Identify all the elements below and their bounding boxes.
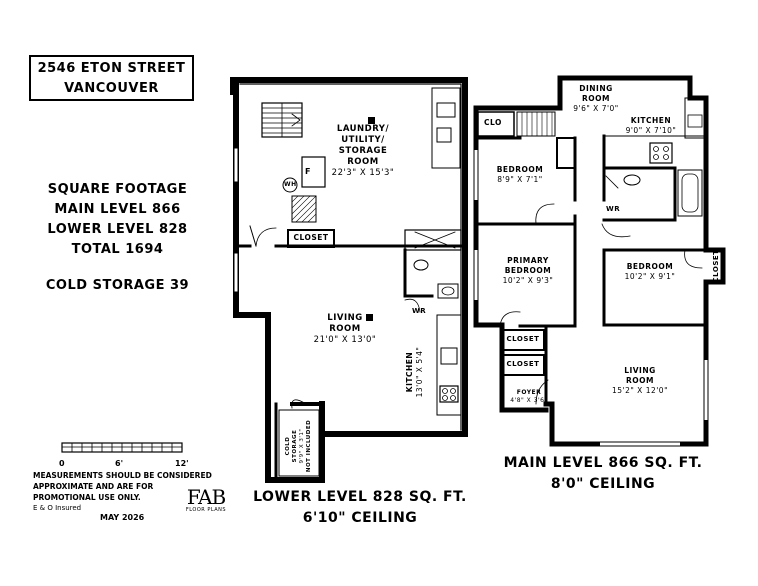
- closet-2-label: CLOSET: [506, 360, 540, 368]
- bed2-name: BEDROOM: [626, 262, 674, 271]
- logo-tag: FLOOR PLANS: [185, 507, 227, 513]
- address-box: 2546 ETON STREET VANCOUVER: [29, 55, 194, 101]
- lower-closet-label: CLOSET: [293, 233, 329, 242]
- scale-six: 6': [115, 459, 124, 468]
- dining-room-label: DINING ROOM 9'6" X 7'0": [566, 84, 626, 114]
- sqft-cold: COLD STORAGE 39: [45, 278, 190, 293]
- main-kitchen-dim: 9'0" X 7'10": [625, 126, 677, 135]
- dining-name: DINING: [579, 84, 613, 93]
- foyer-label: FOYER 4'8" X 3'6": [504, 389, 554, 405]
- lower-living-dim: 21'0" X 13'0": [313, 335, 377, 345]
- main-living-name-1: LIVING: [624, 366, 656, 375]
- lower-living-name-1: LIVING: [327, 313, 363, 323]
- bed1-dim: 8'9" X 7'1": [497, 175, 543, 184]
- fab-logo: FAB FLOOR PLANS: [176, 487, 236, 513]
- lower-kitchen-label: KITCHEN 13'0" X 5'4": [405, 332, 425, 412]
- disclaimer-notes: MEASUREMENTS SHOULD BE CONSIDERED APPROX…: [33, 470, 223, 514]
- cold-3: 9'9" X 3'1": [299, 428, 305, 464]
- primary-dim: 10'2" X 9'3": [502, 276, 554, 285]
- main-level-caption: MAIN LEVEL 866 SQ. FT. 8'0" CEILING: [488, 453, 718, 495]
- water-heater-label: WH: [284, 181, 297, 188]
- main-living-label: LIVING ROOM 15'2" X 12'0": [600, 366, 680, 396]
- logo-brand: FAB: [186, 485, 226, 509]
- foyer-name: FOYER: [516, 389, 542, 396]
- bedroom-2-label: BEDROOM 10'2" X 9'1": [610, 262, 690, 282]
- main-kitchen-label: KITCHEN 9'0" X 7'10": [618, 116, 684, 136]
- scale-twelve: 12': [175, 459, 189, 468]
- bedroom-1-label: BEDROOM 8'9" X 7'1": [485, 165, 555, 185]
- main-caption-1: MAIN LEVEL 866 SQ. FT.: [503, 455, 703, 471]
- furnace-label: F: [305, 167, 311, 176]
- main-living-dim: 15'2" X 12'0": [611, 386, 669, 395]
- laundry-marker: [368, 117, 375, 124]
- sqft-main: MAIN LEVEL 866: [54, 202, 181, 217]
- note-line-2: APPROXIMATE AND ARE FOR: [33, 482, 154, 491]
- cold-1: COLD: [285, 436, 291, 456]
- laundry-room-label: LAUNDRY/ UTILITY/ STORAGE ROOM 22'3" X 1…: [318, 124, 408, 179]
- laundry-name-2: UTILITY/: [341, 135, 385, 145]
- primary-name-1: PRIMARY: [507, 256, 549, 265]
- lower-level-walls: [230, 77, 468, 483]
- living-marker: [366, 314, 373, 321]
- main-living-name-2: ROOM: [626, 376, 654, 385]
- laundry-name-3: STORAGE: [338, 146, 388, 156]
- main-level-walls: [473, 75, 726, 447]
- primary-name-2: BEDROOM: [504, 266, 552, 275]
- lower-caption-1: LOWER LEVEL 828 SQ. FT.: [253, 489, 467, 505]
- sqft-lower: LOWER LEVEL 828: [47, 222, 188, 237]
- lower-living-name-2: ROOM: [329, 324, 361, 334]
- note-line-4: E & O Insured: [33, 504, 82, 512]
- clo-label: CLO: [484, 118, 502, 127]
- dining-name-2: ROOM: [582, 94, 610, 103]
- foyer-dim: 4'8" X 3'6": [510, 397, 548, 404]
- lower-wr-label: WR: [412, 307, 427, 315]
- primary-bedroom-label: PRIMARY BEDROOM 10'2" X 9'3": [490, 256, 566, 286]
- bed2-dim: 10'2" X 9'1": [624, 272, 676, 281]
- right-closet-label: CLOSET: [712, 249, 720, 283]
- scale-zero: 0: [59, 459, 65, 468]
- lower-kitchen-dim: 13'0" X 5'4": [415, 346, 424, 398]
- sqft-heading: SQUARE FOOTAGE: [47, 182, 188, 197]
- lower-living-label: LIVING ROOM 21'0" X 13'0": [305, 313, 385, 346]
- main-caption-2: 8'0" CEILING: [550, 476, 656, 492]
- address-line-1: 2546 ETON STREET: [37, 61, 186, 76]
- lower-kitchen-name: KITCHEN: [405, 351, 414, 393]
- bed1-name: BEDROOM: [496, 165, 544, 174]
- dining-dim: 9'6" X 7'0": [573, 104, 619, 113]
- laundry-dim: 22'3" X 15'3": [331, 168, 395, 178]
- laundry-name-1: LAUNDRY/: [336, 124, 390, 134]
- address-line-2: VANCOUVER: [64, 81, 159, 96]
- lower-level-caption: LOWER LEVEL 828 SQ. FT. 6'10" CEILING: [245, 487, 475, 529]
- note-line-3: PROMOTIONAL USE ONLY.: [33, 493, 141, 502]
- main-wr-label: WR: [606, 205, 621, 213]
- lower-caption-2: 6'10" CEILING: [302, 510, 418, 526]
- cold-2: STORAGE: [292, 429, 298, 463]
- note-line-1: MEASUREMENTS SHOULD BE CONSIDERED: [33, 471, 212, 480]
- main-kitchen-name: KITCHEN: [630, 116, 672, 125]
- cold-4: NOT INCLUDED: [306, 419, 312, 473]
- scale-bar: [61, 442, 183, 453]
- date-label: MAY 2026: [100, 513, 145, 522]
- sqft-total: TOTAL 1694: [71, 242, 164, 257]
- laundry-name-4: ROOM: [347, 157, 379, 167]
- cold-storage-label: COLD STORAGE 9'9" X 3'1" NOT INCLUDED: [285, 413, 313, 479]
- closet-1-label: CLOSET: [506, 335, 540, 343]
